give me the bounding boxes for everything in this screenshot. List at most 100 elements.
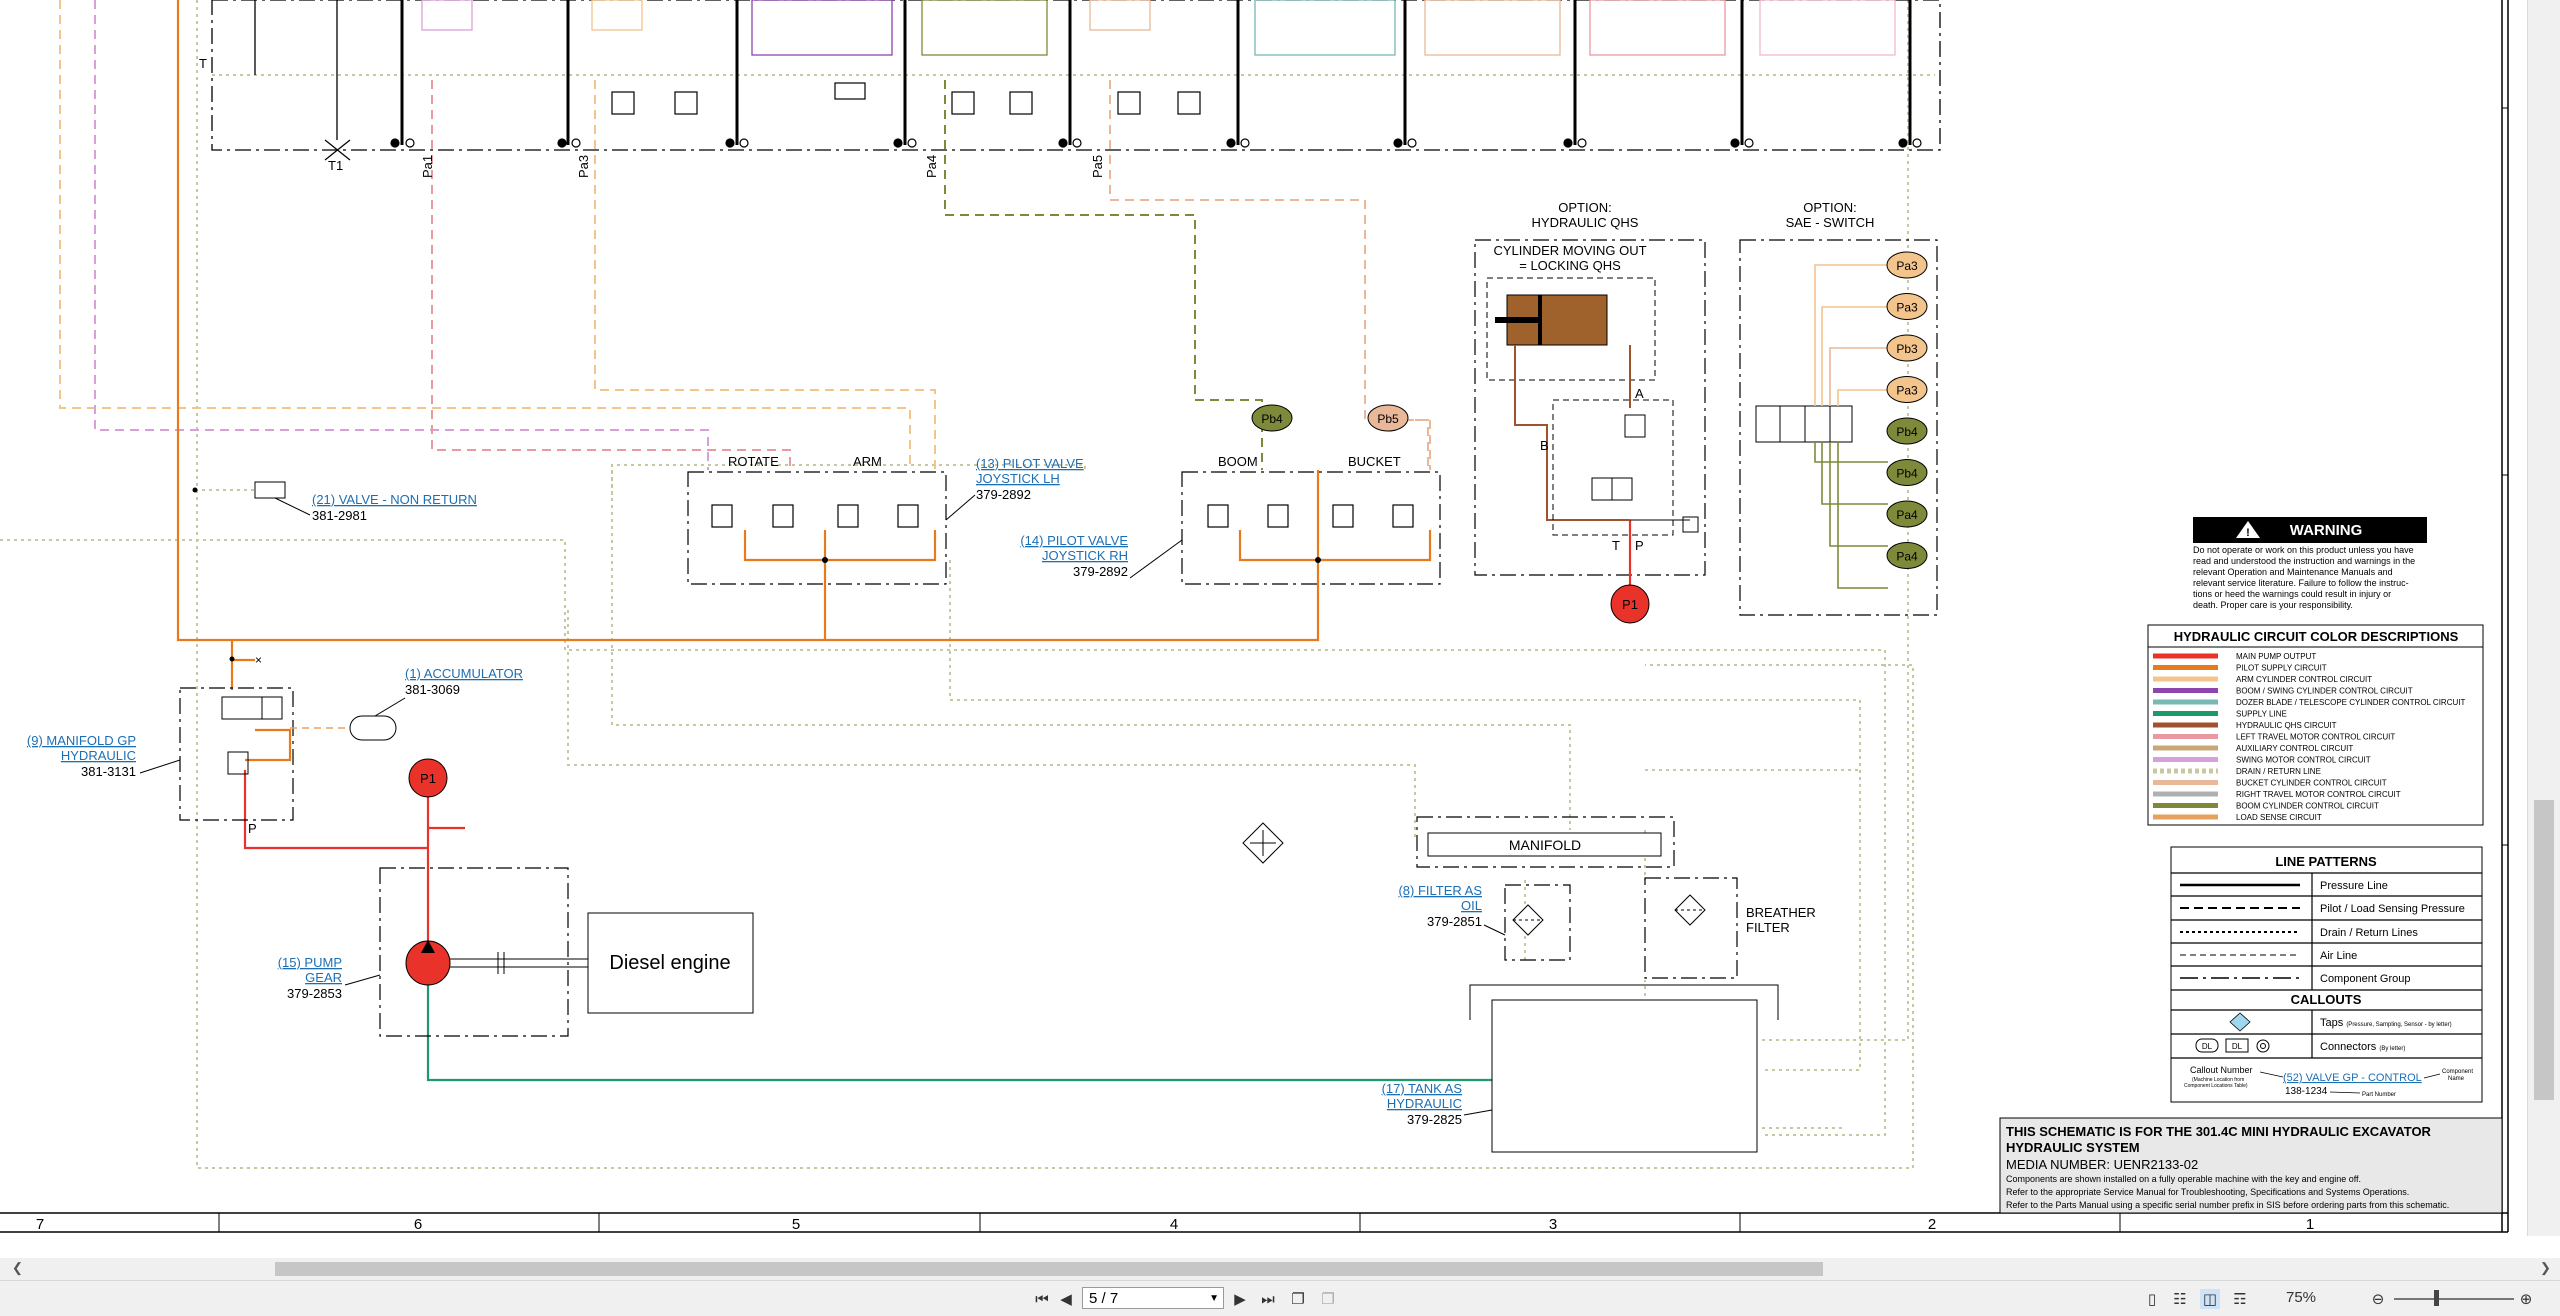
- p1-connector-qhs: [1610, 584, 1650, 624]
- last-page-icon[interactable]: ⏭: [1261, 1290, 1275, 1308]
- color-legend-row: MAIN PUMP OUTPUT: [2153, 652, 2316, 661]
- prev-page-icon[interactable]: ◀: [1060, 1290, 1072, 1308]
- svg-text:!: !: [2246, 527, 2250, 539]
- pilot-joystick-lh: ROTATE ARM: [687, 454, 947, 585]
- svg-text:Components are shown installed: Components are shown installed on a full…: [2006, 1174, 2361, 1184]
- callout-14-name-2[interactable]: JOYSTICK RH: [1042, 548, 1128, 563]
- svg-text:Name: Name: [2448, 1076, 2465, 1082]
- vertical-scrollbar[interactable]: [2527, 0, 2560, 1236]
- callout-14-name-1[interactable]: (14) PILOT VALVE: [1020, 533, 1128, 548]
- first-page-icon[interactable]: ⏮: [1035, 1290, 1049, 1308]
- zoom-slider-handle[interactable]: [2434, 1290, 2439, 1306]
- svg-text:P: P: [1635, 538, 1644, 553]
- sae-port-connector: [1886, 293, 1928, 320]
- supply-line: [426, 985, 1492, 1082]
- diagnostic-tap-symbol: [1242, 822, 1284, 864]
- scroll-left-icon[interactable]: ❮: [12, 1260, 23, 1275]
- warning-title: WARNING: [2290, 522, 2363, 539]
- single-page-view-icon[interactable]: ▯: [2147, 1290, 2157, 1308]
- svg-text:Pressure Line: Pressure Line: [2320, 880, 2388, 892]
- color-legend-row: RIGHT TRAVEL MOTOR CONTROL CIRCUIT: [2153, 790, 2401, 799]
- color-legend-row: ARM CYLINDER CONTROL CIRCUIT: [2153, 675, 2372, 684]
- sae-port-label: Pb4: [1896, 425, 1918, 439]
- sae-port-connector: [1886, 417, 1928, 445]
- page-number-select[interactable]: 5 / 7 ▼: [1082, 1287, 1224, 1309]
- copy-page-icon[interactable]: ❐: [1291, 1290, 1305, 1308]
- color-legend-row: DRAIN / RETURN LINE: [2153, 767, 2321, 776]
- color-legend-row: DOZER BLADE / TELESCOPE CYLINDER CONTROL…: [2153, 698, 2465, 707]
- color-legend-label: PILOT SUPPLY CIRCUIT: [2236, 664, 2327, 673]
- hydraulic-tank: (17) TANK AS HYDRAULIC 379-2825: [1382, 984, 1779, 1153]
- option-hydraulic-qhs: OPTION: HYDRAULIC QHS CYLINDER MOVING OU…: [1474, 200, 1706, 624]
- option-sae-switch: OPTION: SAE - SWITCH: [1739, 200, 1938, 616]
- continuous-view-icon[interactable]: ☷: [2173, 1290, 2187, 1308]
- horizontal-scrollbar[interactable]: ❮ ❯: [0, 1258, 2560, 1280]
- paste-page-icon[interactable]: ❐: [1321, 1290, 1335, 1308]
- callout-15-name-2[interactable]: GEAR: [305, 970, 342, 985]
- svg-text:Pb5: Pb5: [1377, 412, 1399, 426]
- svg-text:FILTER: FILTER: [1746, 920, 1790, 935]
- grid-col-7: 7: [36, 1216, 44, 1233]
- callout-21-name[interactable]: (21) VALVE - NON RETURN: [312, 492, 477, 507]
- color-legend-label: BUCKET CYLINDER CONTROL CIRCUIT: [2236, 779, 2387, 788]
- sae-port-connector: [1886, 334, 1928, 362]
- main-pressure-lines: [243, 770, 465, 945]
- svg-text:Component Group: Component Group: [2320, 973, 2411, 985]
- callout-8-name-1[interactable]: (8) FILTER AS: [1398, 883, 1482, 898]
- drain-lines: [0, 0, 1935, 1169]
- callout-13-name-2[interactable]: JOYSTICK LH: [976, 471, 1060, 486]
- zoom-level: 75%: [2286, 1289, 2317, 1306]
- callout-example-name[interactable]: (52) VALVE GP - CONTROL: [2283, 1072, 2422, 1084]
- color-legend-rows: MAIN PUMP OUTPUT PILOT SUPPLY CIRCUIT ARM …: [2153, 652, 2465, 822]
- p1-tap: P1: [408, 758, 448, 798]
- svg-text:OPTION:: OPTION:: [1558, 200, 1611, 215]
- callout-14-pilot-valve-rh: (14) PILOT VALVE JOYSTICK RH 379-2892: [1020, 533, 1183, 579]
- color-legend-label: LOAD SENSE CIRCUIT: [2236, 813, 2322, 822]
- svg-text:DL: DL: [2232, 1042, 2243, 1051]
- color-legend-row: BOOM CYLINDER CONTROL CIRCUIT: [2153, 802, 2379, 811]
- svg-text:138-1234: 138-1234: [2285, 1086, 2328, 1097]
- gear-pump: [379, 867, 588, 1037]
- zoom-in-icon[interactable]: ⊕: [2519, 1290, 2533, 1308]
- breather-filter: BREATHER FILTER: [1644, 877, 1816, 979]
- color-legend-label: RIGHT TRAVEL MOTOR CONTROL CIRCUIT: [2236, 790, 2401, 799]
- svg-text:MANIFOLD: MANIFOLD: [1509, 837, 1581, 853]
- callout-9-name-1[interactable]: (9) MANIFOLD GP: [27, 733, 136, 748]
- color-legend-label: BOOM CYLINDER CONTROL CIRCUIT: [2236, 802, 2379, 811]
- callout-17-name-2[interactable]: HYDRAULIC: [1387, 1096, 1462, 1111]
- callout-8-name-2[interactable]: OIL: [1461, 898, 1482, 913]
- svg-text:OPTION:: OPTION:: [1803, 200, 1856, 215]
- svg-text:death. Proper care is your res: death. Proper care is your responsibilit…: [2193, 600, 2353, 610]
- svg-text:Do not operate or work on this: Do not operate or work on this product u…: [2193, 545, 2414, 555]
- callout-9-part: 381-3131: [81, 764, 136, 779]
- callout-17-name-1[interactable]: (17) TANK AS: [1382, 1081, 1463, 1096]
- zoom-slider[interactable]: [2394, 1298, 2514, 1300]
- control-valve-bank: T T1 Pa1 Pa3 Pa4 Pa5: [199, 0, 1941, 178]
- horizontal-scroll-thumb[interactable]: [275, 1262, 1823, 1276]
- vertical-scroll-thumb[interactable]: [2534, 800, 2554, 1100]
- two-page-continuous-view-icon[interactable]: ☶: [2233, 1290, 2247, 1308]
- callout-1-name[interactable]: (1) ACCUMULATOR: [405, 666, 523, 681]
- sae-port-connector: [1886, 376, 1928, 403]
- svg-text:Component: Component: [2442, 1069, 2473, 1075]
- scroll-right-icon[interactable]: ❯: [2540, 1260, 2551, 1275]
- callout-13-name-1[interactable]: (13) PILOT VALVE: [976, 456, 1084, 471]
- grid-col-5: 5: [792, 1216, 800, 1233]
- callout-17-part: 379-2825: [1407, 1112, 1462, 1127]
- callout-9-name-2[interactable]: HYDRAULIC: [61, 748, 136, 763]
- color-legend-label: DOZER BLADE / TELESCOPE CYLINDER CONTROL…: [2236, 698, 2465, 707]
- color-legend-row: LEFT TRAVEL MOTOR CONTROL CIRCUIT: [2153, 733, 2395, 742]
- color-legend-row: HYDRAULIC QHS CIRCUIT: [2153, 721, 2337, 730]
- callout-15-name-1[interactable]: (15) PUMP: [278, 955, 342, 970]
- next-page-icon[interactable]: ▶: [1234, 1290, 1246, 1308]
- svg-text:Refer to the appropriate Servi: Refer to the appropriate Service Manual …: [2006, 1187, 2409, 1197]
- two-page-view-icon[interactable]: ◫: [2200, 1289, 2220, 1309]
- svg-text:DL: DL: [2202, 1042, 2213, 1051]
- sae-port-connector: [1886, 459, 1928, 486]
- zoom-out-icon[interactable]: ⊖: [2371, 1290, 2385, 1308]
- label-bucket: BUCKET: [1348, 454, 1401, 469]
- pb5-connector: [1367, 404, 1409, 432]
- sae-port-label: Pb4: [1896, 467, 1918, 481]
- grid-column-labels: 7 6 5 4 3 2 1: [36, 1216, 2314, 1233]
